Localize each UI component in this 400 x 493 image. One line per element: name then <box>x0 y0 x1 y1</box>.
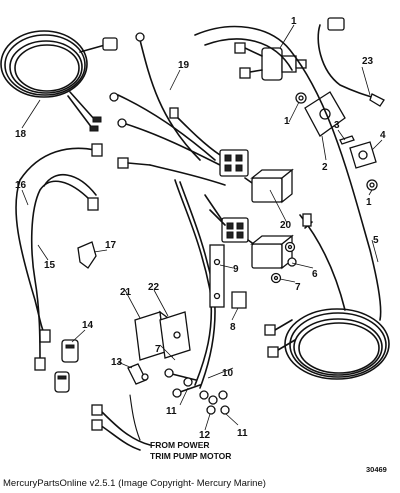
callout-18: 18 <box>15 129 27 140</box>
callout-22: 22 <box>148 282 160 293</box>
coiled-harness-18 <box>0 30 118 132</box>
callout-8: 8 <box>230 322 236 333</box>
callout-23: 23 <box>362 56 374 67</box>
wire-harness-19 <box>109 32 226 186</box>
callout-4: 4 <box>380 130 386 141</box>
washer-1-lower <box>366 179 378 191</box>
callout-16: 16 <box>15 180 27 191</box>
callout-15: 15 <box>44 260 56 271</box>
screw-13 <box>127 363 149 385</box>
callout-14: 14 <box>82 320 94 331</box>
note-from-power: FROM POWER <box>150 440 210 450</box>
wire-loop-15 <box>30 173 99 371</box>
callout-19: 19 <box>178 60 190 71</box>
coiled-harness-5 <box>194 25 390 380</box>
callout-11-right: 11 <box>237 428 248 439</box>
leader-lines <box>21 24 383 431</box>
power-trim-leads <box>91 394 151 451</box>
callout-12: 12 <box>199 430 211 441</box>
callout-7-right: 7 <box>295 282 301 293</box>
callout-3: 3 <box>334 120 340 131</box>
nuts-11-12 <box>183 377 230 415</box>
central-harness-10 <box>164 177 263 398</box>
clamp-17 <box>77 241 97 269</box>
callout-10: 10 <box>222 368 234 379</box>
footer-caption: MercuryPartsOnline v2.5.1 (Image Copyrig… <box>3 478 266 489</box>
callout-7-left: 7 <box>155 344 161 355</box>
callout-labels: 1 2 3 4 5 6 7 8 9 10 11 12 13 14 15 16 1… <box>15 16 386 441</box>
callout-1-top: 1 <box>291 16 297 27</box>
fuse-14-a <box>61 339 79 363</box>
fuse-14-b <box>54 371 70 393</box>
relay-20-upper <box>250 168 294 204</box>
callout-5: 5 <box>373 235 379 246</box>
callout-17: 17 <box>105 240 117 251</box>
callout-1-mid: 1 <box>284 116 290 127</box>
plate-4 <box>349 141 377 169</box>
callout-2: 2 <box>322 162 328 173</box>
callout-21: 21 <box>120 287 132 298</box>
bracket-9 <box>209 244 225 308</box>
note-trim-pump-motor: TRIM PUMP MOTOR <box>150 451 231 461</box>
callout-13: 13 <box>111 357 123 368</box>
screw-3 <box>339 135 355 145</box>
callout-9: 9 <box>233 264 239 275</box>
lead-23 <box>317 17 385 107</box>
callout-11-left: 11 <box>166 406 177 417</box>
callout-1-lower: 1 <box>366 197 372 208</box>
washer-1-upper <box>295 92 307 104</box>
relay-20-lower <box>250 234 294 270</box>
callout-6: 6 <box>312 269 318 280</box>
fasteners-6-7 <box>270 241 297 284</box>
figure-number: 30469 <box>366 465 387 474</box>
connector-block-lower <box>221 217 249 243</box>
callout-20: 20 <box>280 220 292 231</box>
clip-8 <box>231 291 247 309</box>
block-22 <box>159 311 191 359</box>
connector-block-upper <box>219 149 249 177</box>
